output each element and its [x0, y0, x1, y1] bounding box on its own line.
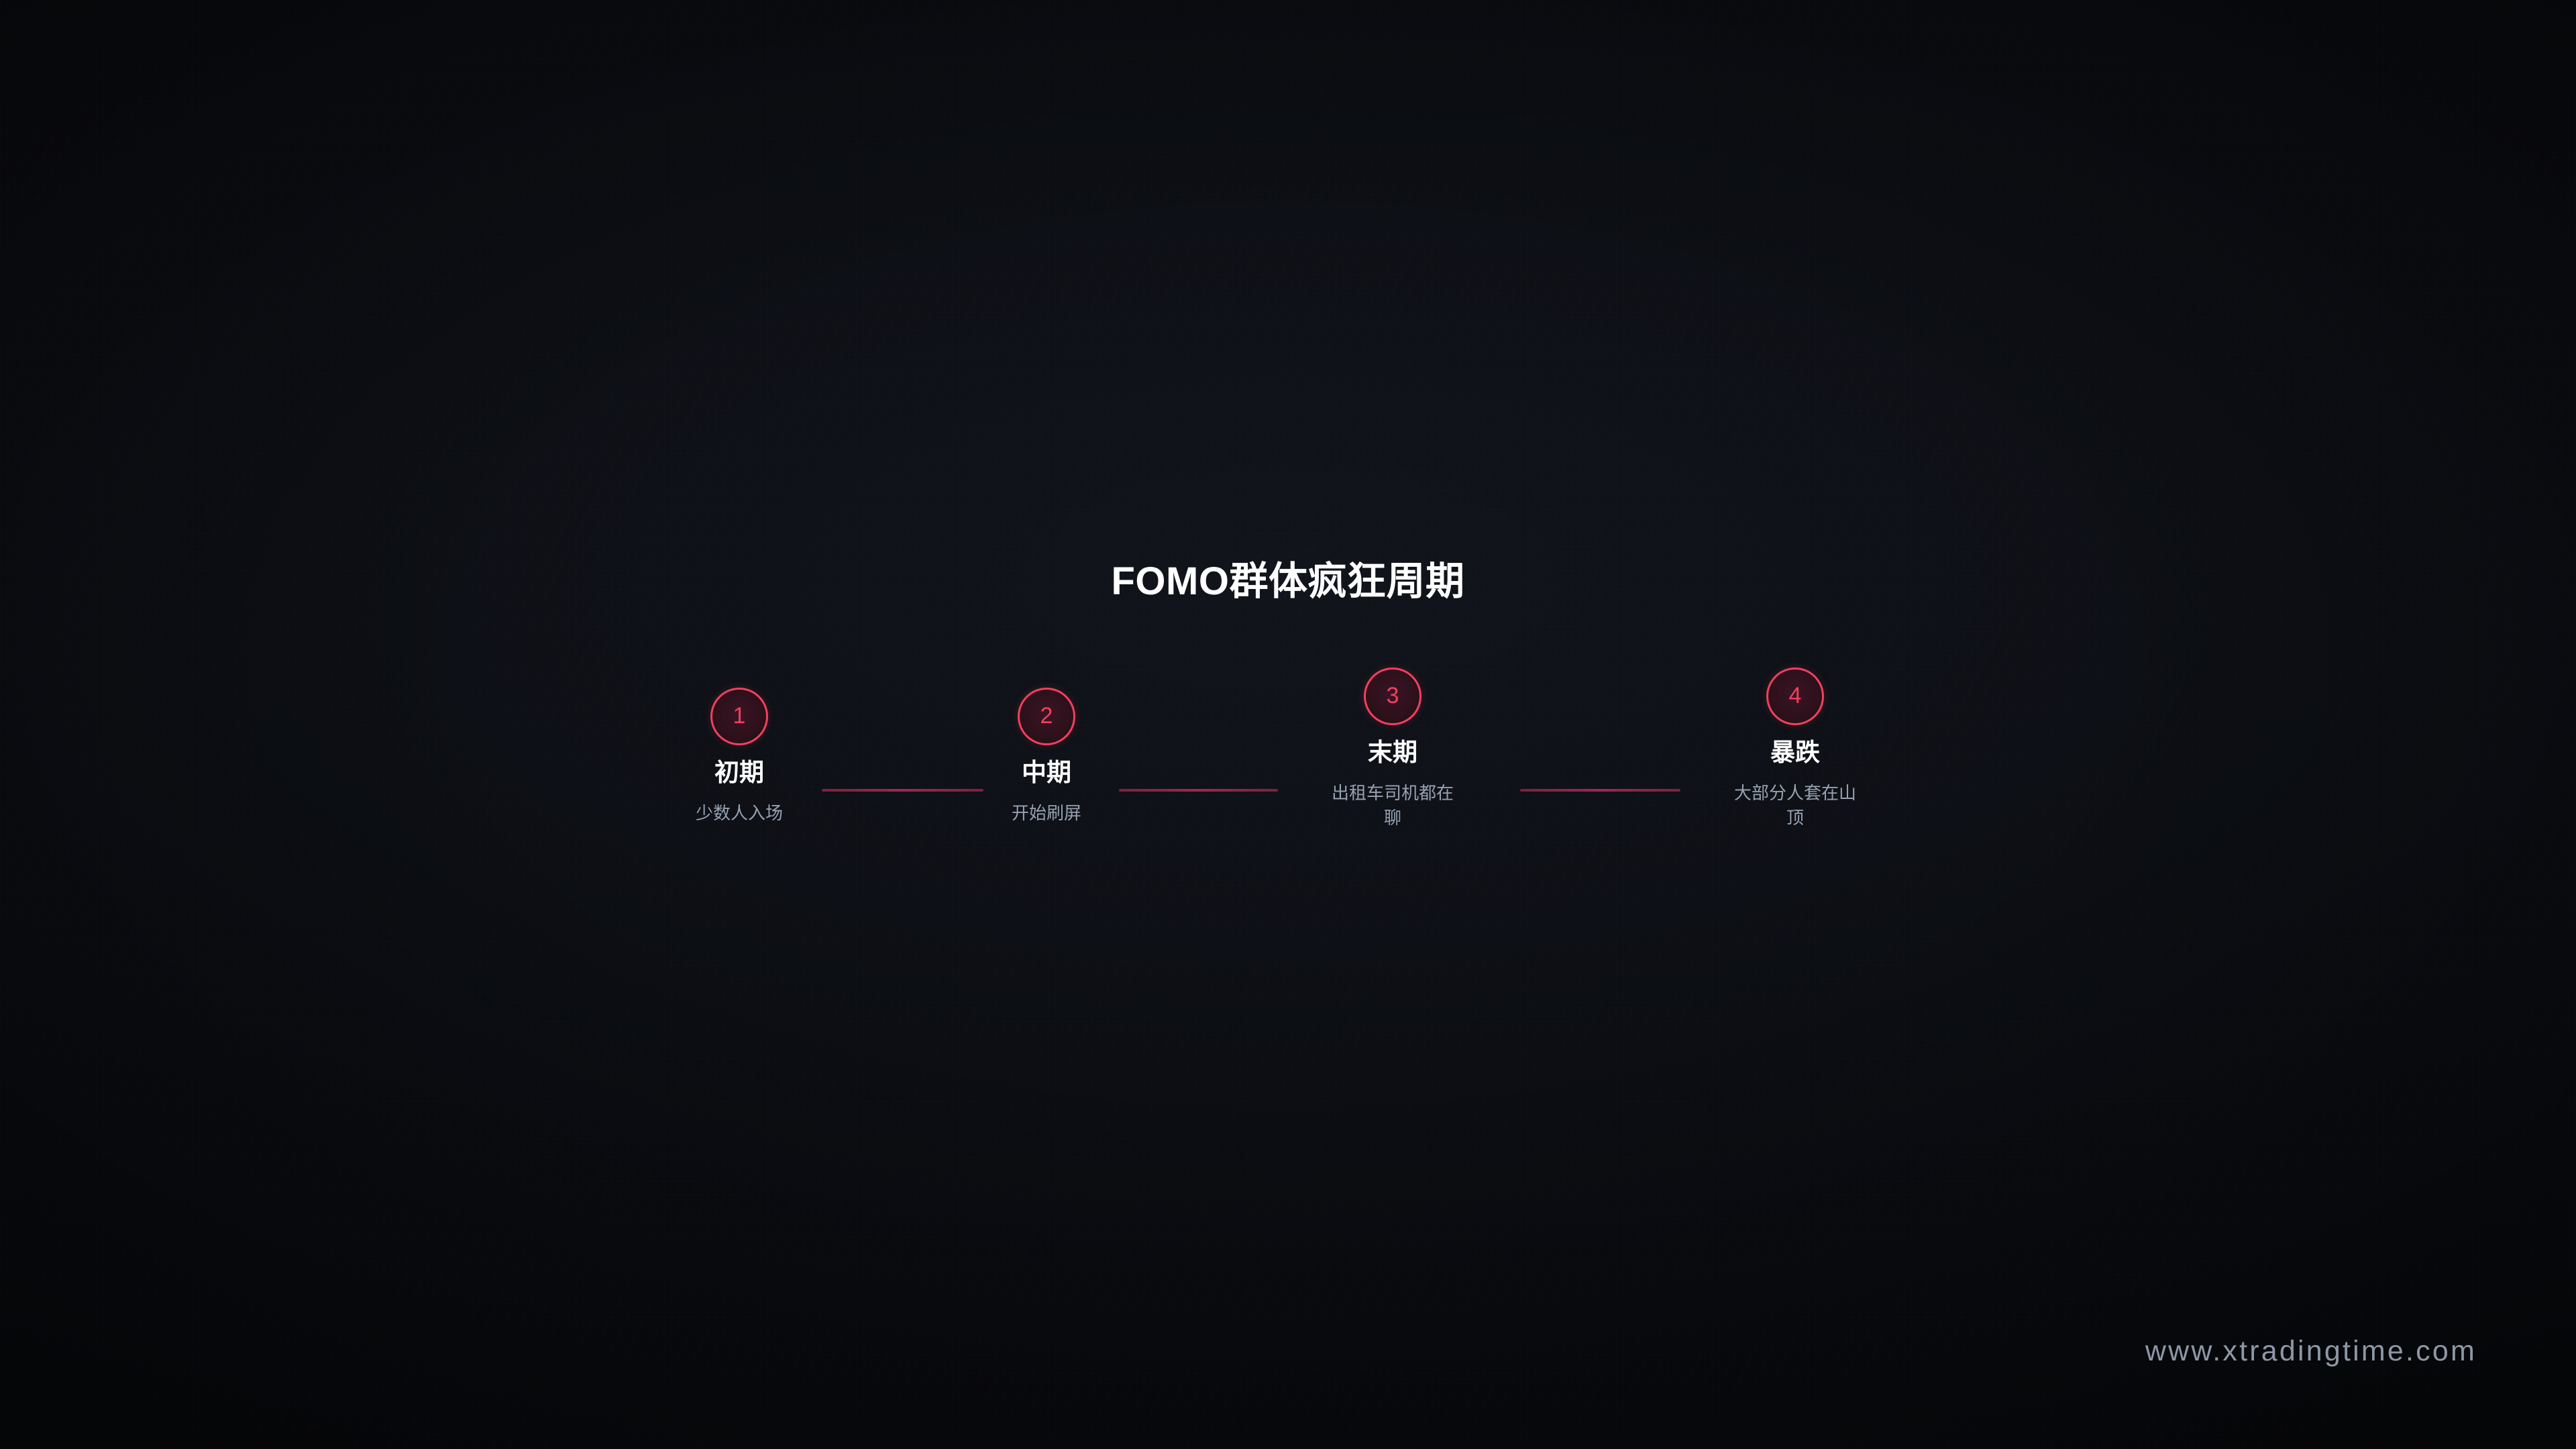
- step-number-label: 4: [1788, 683, 1802, 708]
- step-number-label: 3: [1386, 683, 1399, 708]
- step-title: 中期: [1022, 759, 1071, 786]
- step-number-badge: 1: [710, 688, 768, 745]
- step-description: 少数人入场: [695, 802, 783, 823]
- step-description: 大部分人套在山顶: [1733, 782, 1856, 828]
- timeline-step-3[interactable]: 3 末期 出租车司机都在聊: [1279, 667, 1507, 831]
- timeline-step-4[interactable]: 4 暴跌 大部分人套在山顶: [1681, 667, 1909, 831]
- connector-1-to-2: [822, 789, 983, 792]
- step-title: 暴跌: [1770, 739, 1820, 766]
- step-number-badge: 2: [1018, 688, 1075, 745]
- step-title: 末期: [1368, 739, 1417, 766]
- step-number-badge: 3: [1364, 667, 1421, 725]
- connector-3-to-4: [1520, 789, 1680, 792]
- page-title: FOMO群体疯狂周期: [1111, 559, 1465, 603]
- connector-2-to-3: [1119, 789, 1278, 792]
- step-number-label: 2: [1040, 703, 1053, 729]
- step-description: 开始刷屏: [1011, 802, 1081, 823]
- site-watermark: www.xtradingtime.com: [2145, 1335, 2477, 1367]
- step-title: 初期: [714, 759, 764, 786]
- step-number-badge: 4: [1766, 667, 1824, 725]
- timeline-step-2[interactable]: 2 中期 开始刷屏: [959, 688, 1134, 826]
- timeline-step-1[interactable]: 1 初期 少数人入场: [652, 688, 826, 826]
- step-number-label: 1: [733, 703, 746, 729]
- step-description: 出租车司机都在聊: [1331, 782, 1454, 828]
